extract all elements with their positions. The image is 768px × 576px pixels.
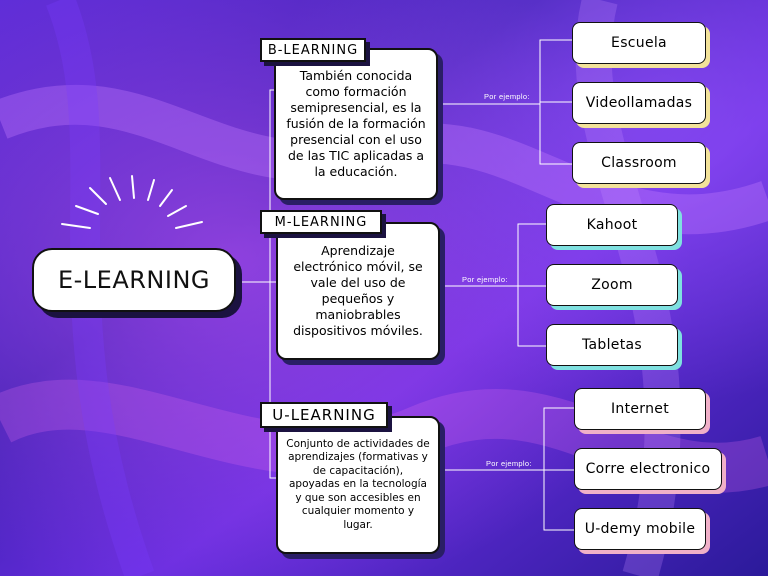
b-learning-tag: B-LEARNING xyxy=(260,38,366,62)
main-title: E-LEARNING xyxy=(57,266,211,294)
example-tabletas: Tabletas xyxy=(546,324,678,366)
example-internet: Internet xyxy=(574,388,706,430)
example-label: Internet xyxy=(611,401,669,417)
u-learning-description-box: Conjunto de actividades de aprendizajes … xyxy=(276,416,440,554)
example-label: U-demy mobile xyxy=(584,521,696,537)
example-videollamadas: Videollamadas xyxy=(572,82,706,124)
b-learning-title: B-LEARNING xyxy=(267,42,359,58)
u-learning-title: U-LEARNING xyxy=(272,406,376,424)
u-learning-description: Conjunto de actividades de aprendizajes … xyxy=(286,437,430,531)
example-escuela: Escuela xyxy=(572,22,706,64)
example-label: Kahoot xyxy=(586,217,638,233)
u-learning-example-label: Por ejemplo: xyxy=(486,459,532,468)
m-learning-description: Aprendizaje electrónico móvil, se vale d… xyxy=(293,243,423,338)
example-label: Corre electronico xyxy=(585,461,711,477)
example-label: Tabletas xyxy=(582,337,642,353)
example-label: Escuela xyxy=(611,35,667,51)
example-zoom: Zoom xyxy=(546,264,678,306)
example-label: Zoom xyxy=(591,277,633,293)
b-learning-example-label: Por ejemplo: xyxy=(484,92,530,101)
example-u-demy-mobile: U-demy mobile xyxy=(574,508,706,550)
m-learning-description-box: Aprendizaje electrónico móvil, se vale d… xyxy=(276,222,440,360)
m-learning-title: M-LEARNING xyxy=(274,214,368,230)
example-label: Videollamadas xyxy=(585,95,693,111)
example-classroom: Classroom xyxy=(572,142,706,184)
example-label: Classroom xyxy=(601,155,677,171)
m-learning-tag: M-LEARNING xyxy=(260,210,382,234)
m-learning-example-label: Por ejemplo: xyxy=(462,275,508,284)
u-learning-tag: U-LEARNING xyxy=(260,402,388,428)
example-correo-electronico: Corre electronico xyxy=(574,448,722,490)
b-learning-description-box: También conocida como formación semipres… xyxy=(274,48,438,200)
b-learning-description: También conocida como formación semipres… xyxy=(286,68,426,179)
example-kahoot: Kahoot xyxy=(546,204,678,246)
main-topic-e-learning: E-LEARNING xyxy=(32,248,236,312)
